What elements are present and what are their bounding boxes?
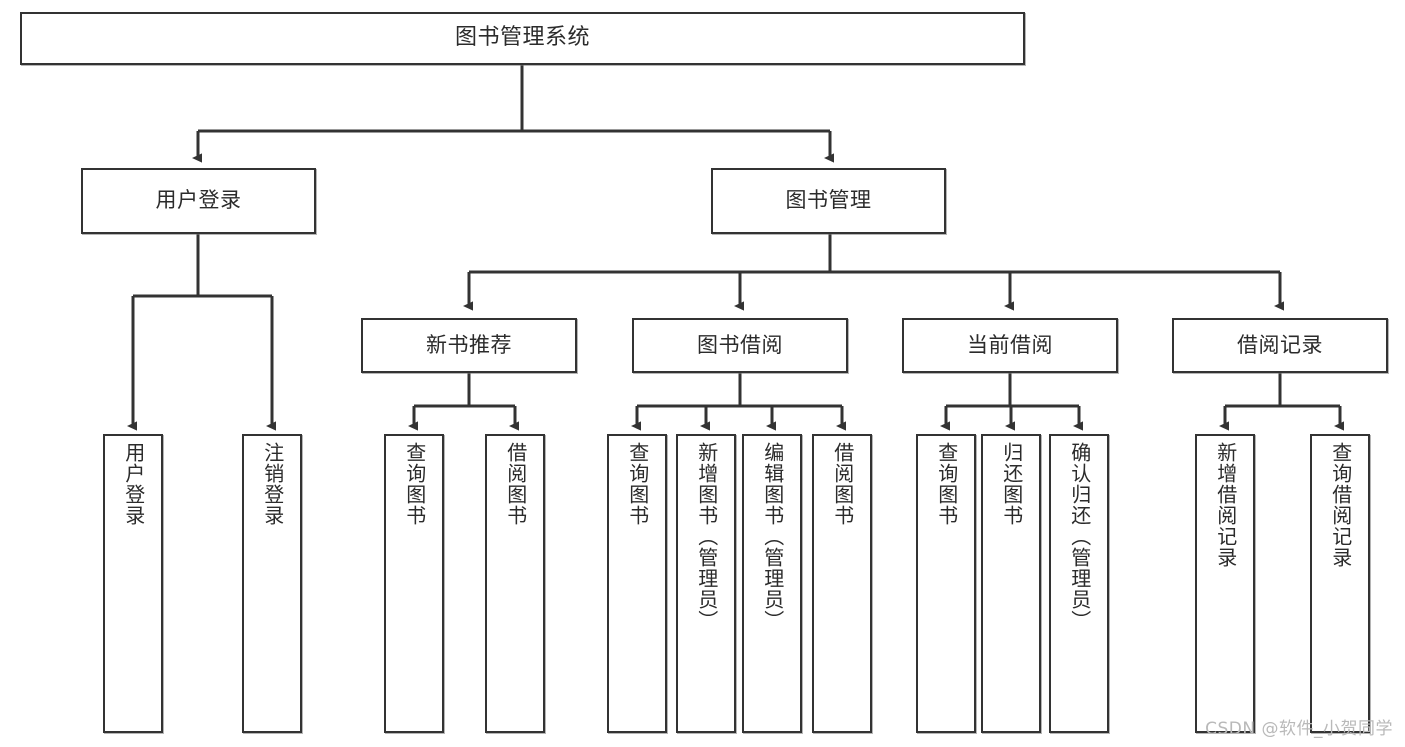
node-label: 注销登录 [260, 442, 285, 526]
node-label: 新增图书（管理员） [694, 442, 719, 631]
node-label: 用户登录 [121, 442, 146, 526]
leaf-book-borrow-add[interactable]: 新增图书（管理员） [676, 434, 736, 733]
node-label: 新书推荐 [426, 332, 512, 357]
leaf-user-login-signin[interactable]: 用户登录 [103, 434, 163, 733]
node-label: 图书管理 [785, 188, 872, 213]
node-book-management[interactable]: 图书管理 [711, 168, 946, 234]
node-user-login[interactable]: 用户登录 [81, 168, 316, 234]
node-borrow-record[interactable]: 借阅记录 [1172, 318, 1388, 373]
watermark: CSDN @软件_小贺同学 [1205, 719, 1393, 739]
leaf-current-borrow-confirm[interactable]: 确认归还（管理员） [1049, 434, 1109, 733]
leaf-new-book-borrow[interactable]: 借阅图书 [485, 434, 545, 733]
node-new-book-recommend[interactable]: 新书推荐 [361, 318, 577, 373]
leaf-current-borrow-query[interactable]: 查询图书 [916, 434, 976, 733]
node-book-borrow[interactable]: 图书借阅 [632, 318, 848, 373]
node-current-borrow[interactable]: 当前借阅 [902, 318, 1118, 373]
leaf-user-login-signout[interactable]: 注销登录 [242, 434, 302, 733]
node-label: 确认归还（管理员） [1067, 442, 1092, 631]
node-label: 借阅记录 [1237, 332, 1323, 357]
node-label: 查询借阅记录 [1328, 442, 1353, 568]
node-label: 归还图书 [999, 442, 1024, 526]
node-label: 借阅图书 [503, 442, 528, 526]
node-label: 借阅图书 [830, 442, 855, 526]
node-label: 当前借阅 [967, 332, 1053, 357]
node-label: 图书借阅 [697, 332, 783, 357]
node-label: 查询图书 [402, 442, 427, 526]
node-label: 查询图书 [625, 442, 650, 526]
node-root-system[interactable]: 图书管理系统 [20, 12, 1025, 65]
node-label: 查询图书 [934, 442, 959, 526]
leaf-borrow-record-query[interactable]: 查询借阅记录 [1310, 434, 1370, 733]
leaf-new-book-query[interactable]: 查询图书 [384, 434, 444, 733]
node-label: 新增借阅记录 [1213, 442, 1238, 568]
leaf-book-borrow-edit[interactable]: 编辑图书（管理员） [742, 434, 802, 733]
leaf-book-borrow-borrow[interactable]: 借阅图书 [812, 434, 872, 733]
node-label: 用户登录 [155, 188, 242, 213]
leaf-borrow-record-add[interactable]: 新增借阅记录 [1195, 434, 1255, 733]
leaf-current-borrow-return[interactable]: 归还图书 [981, 434, 1041, 733]
leaf-book-borrow-query[interactable]: 查询图书 [607, 434, 667, 733]
node-label: 图书管理系统 [454, 25, 590, 51]
node-label: 编辑图书（管理员） [760, 442, 785, 631]
